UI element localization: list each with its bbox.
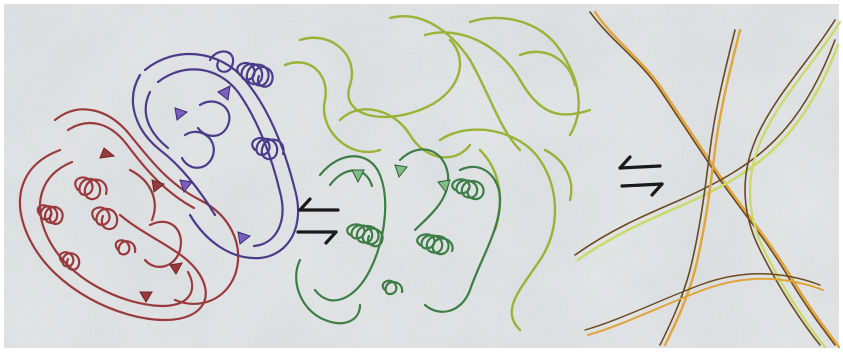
protein-folding-illustration (0, 0, 843, 352)
illustration-svg (0, 0, 843, 352)
